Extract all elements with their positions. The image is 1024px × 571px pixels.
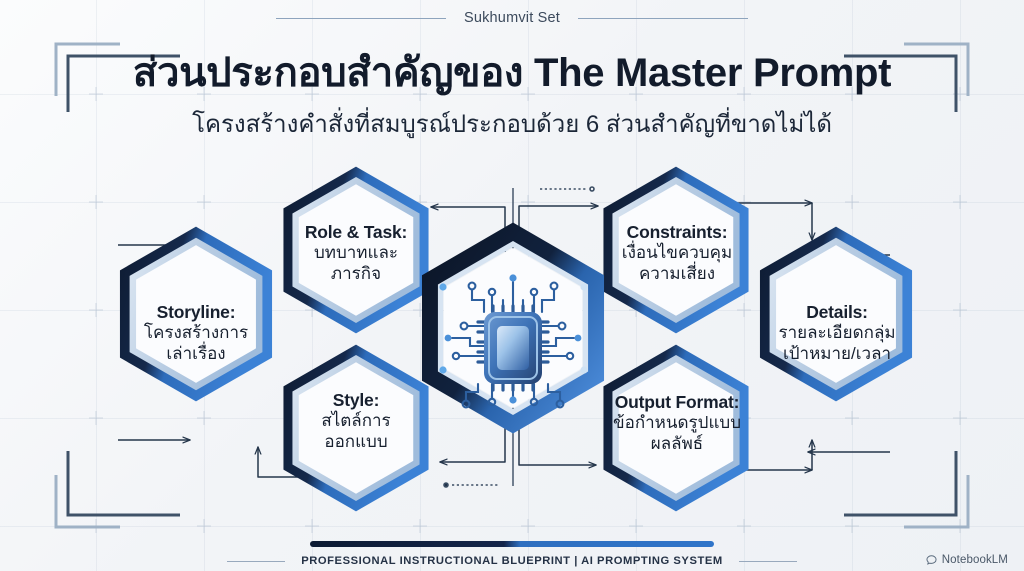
page-title: ส่วนประกอบสำคัญของ The Master Prompt xyxy=(132,51,892,95)
notebooklm-brand-text: NotebookLM xyxy=(941,554,1008,566)
top-label-rule-left xyxy=(275,17,446,19)
hex-storyline[interactable] xyxy=(119,226,273,402)
footer-accent-bar xyxy=(310,541,714,547)
hex-role-task[interactable] xyxy=(283,166,429,334)
hex-output-format[interactable] xyxy=(603,344,749,512)
center-hub[interactable] xyxy=(421,222,605,434)
corner-bracket-top-right xyxy=(844,42,970,112)
page-subtitle: โครงสร้างคำสั่งที่สมบูรณ์ประกอบด้วย 6 ส่… xyxy=(192,111,832,138)
notebooklm-logo-icon xyxy=(926,554,937,565)
footer-rule-right xyxy=(738,560,797,562)
hexagon-nodes xyxy=(119,166,913,512)
circuit-traces-icon xyxy=(444,274,582,409)
hex-details[interactable] xyxy=(759,226,913,402)
footer-row: PROFESSIONAL INSTRUCTIONAL BLUEPRINT | A… xyxy=(0,551,1024,571)
footer-rule-left xyxy=(227,560,286,562)
hub-connector-nubs xyxy=(439,283,588,374)
top-label-rule-right xyxy=(578,17,749,19)
cpu-chip-icon xyxy=(476,304,550,392)
footer-text: PROFESSIONAL INSTRUCTIONAL BLUEPRINT | A… xyxy=(301,555,723,567)
top-label-row: Sukhumvit Set xyxy=(0,10,1024,26)
hex-constraints[interactable] xyxy=(603,166,749,334)
corner-bracket-top-left xyxy=(54,42,180,112)
top-label-text: Sukhumvit Set xyxy=(463,10,561,26)
corner-bracket-bottom-left xyxy=(54,451,180,529)
notebooklm-brand: NotebookLM xyxy=(925,551,1008,569)
corner-bracket-bottom-right xyxy=(844,451,970,529)
hex-style[interactable] xyxy=(283,344,429,512)
